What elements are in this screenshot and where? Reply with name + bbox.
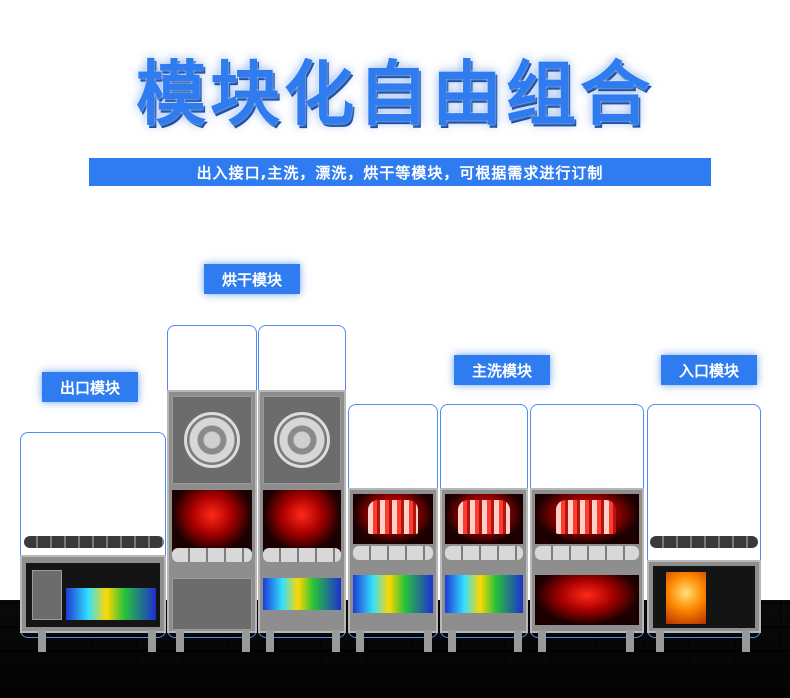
dry-2-heater: [263, 490, 341, 552]
leg: [656, 630, 664, 652]
leg: [266, 630, 274, 652]
dry-1-base: [172, 578, 252, 630]
dry-2-fan-icon: [274, 412, 330, 468]
leg: [424, 630, 432, 652]
outlet-conveyor: [24, 536, 164, 548]
outlet-tank: [66, 588, 156, 620]
label-inlet-module: 入口模块: [661, 355, 757, 385]
outline-outlet: [20, 432, 166, 638]
leg: [742, 630, 750, 652]
inlet-conveyor: [650, 536, 758, 548]
dry-1-heater: [172, 490, 252, 552]
leg: [538, 630, 546, 652]
wash-2-spray: [458, 500, 510, 534]
wash-3-rack: [535, 546, 639, 560]
outline-inlet: [647, 404, 761, 638]
wash-3-tank: [535, 575, 639, 625]
leg: [626, 630, 634, 652]
leg: [242, 630, 250, 652]
leg: [148, 630, 156, 652]
leg: [176, 630, 184, 652]
label-outlet-module: 出口模块: [42, 372, 138, 402]
wash-2-tank: [445, 575, 523, 613]
label-wash-module: 主洗模块: [454, 355, 550, 385]
wash-2-rack: [445, 546, 523, 560]
dry-2-rack: [263, 548, 341, 562]
wash-1-spray: [368, 500, 418, 534]
wash-3-spray: [556, 500, 616, 534]
leg: [38, 630, 46, 652]
wash-1-rack: [353, 546, 433, 560]
subtitle-banner: 出入接口,主洗，漂洗，烘干等模块，可根据需求进行订制: [89, 158, 711, 186]
wash-1-tank: [353, 575, 433, 613]
page-title: 模块化自由组合: [136, 53, 654, 135]
dry-1-fan-icon: [184, 412, 240, 468]
leg: [514, 630, 522, 652]
outlet-pump: [32, 570, 62, 620]
dry-2-tank: [263, 578, 341, 610]
label-dry-module: 烘干模块: [204, 264, 300, 294]
leg: [332, 630, 340, 652]
leg: [448, 630, 456, 652]
dry-1-rack: [172, 548, 252, 562]
leg: [356, 630, 364, 652]
inlet-tank: [666, 572, 706, 624]
